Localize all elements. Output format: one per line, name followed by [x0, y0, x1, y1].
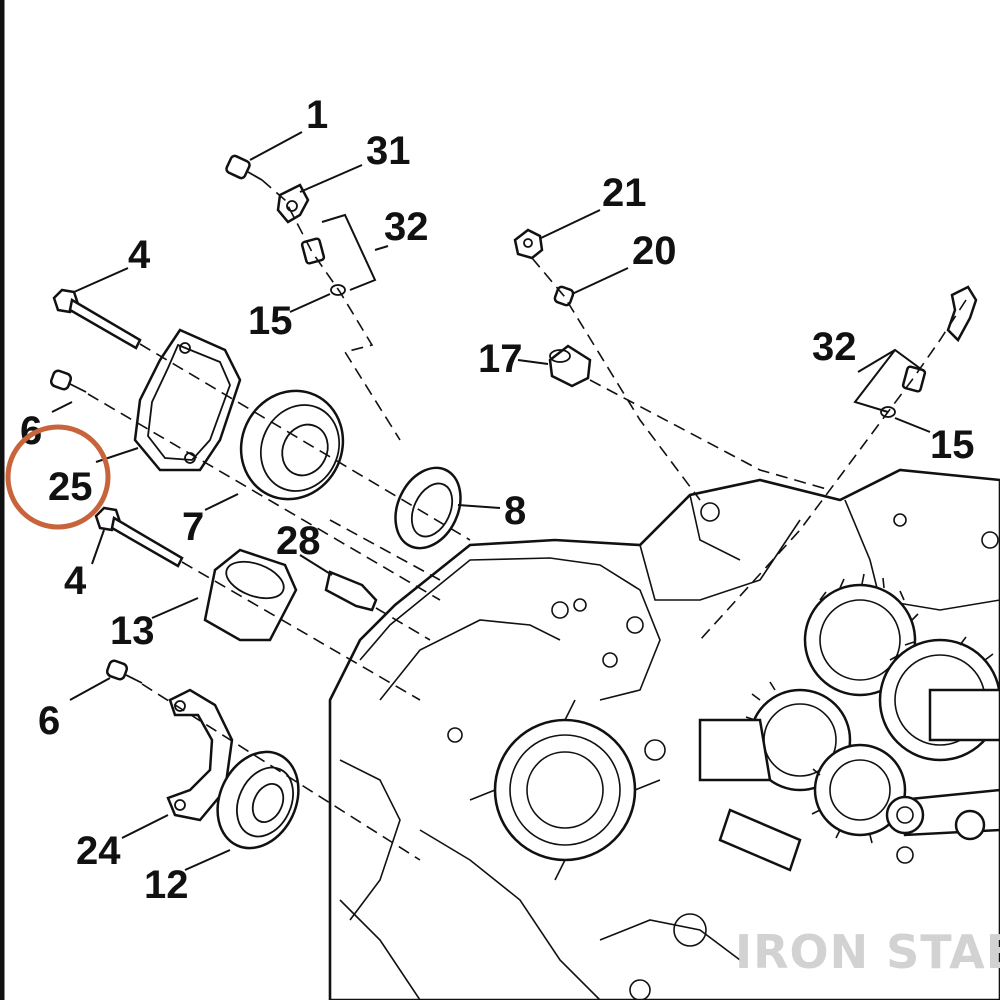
part-8-seal [394, 466, 462, 550]
part-31-clip-right [946, 285, 978, 343]
part-4-long-bolt-upper [52, 288, 142, 350]
part-32-dowel-upper [300, 237, 326, 265]
callout-25: 25 [48, 465, 93, 509]
part-31-clip [276, 183, 310, 224]
part-7-bearing [239, 389, 345, 501]
callout-12: 12 [144, 863, 189, 907]
callout-17: 17 [478, 337, 523, 381]
part-21-plug [513, 228, 544, 260]
part-6-short-bolt-upper [49, 369, 87, 393]
gear-stack [698, 573, 1000, 872]
callout-21: 21 [602, 171, 647, 215]
leader-lines [51, 131, 931, 871]
crankcase-housing [328, 468, 1000, 1000]
callout-25-highlight-circle [5, 424, 111, 530]
part-6-short-bolt-lower [105, 659, 143, 684]
part-24-retainer [166, 688, 234, 822]
part-15-oring-right [880, 406, 896, 418]
part-12-bearing [216, 750, 300, 850]
watermark-text: IRON STABLE [735, 925, 1000, 979]
part-17-sleeve [548, 344, 592, 388]
part-1-bolt [225, 154, 263, 181]
part-15-oring-upper [330, 284, 346, 296]
callout-31: 31 [366, 129, 411, 173]
callout-24: 24 [76, 829, 121, 873]
callout-20: 20 [632, 229, 677, 273]
callout-15-upper: 15 [248, 299, 293, 343]
callout-32-right: 32 [812, 325, 857, 369]
callout-8: 8 [504, 489, 526, 533]
callout-13: 13 [110, 609, 155, 653]
callout-28: 28 [276, 519, 321, 563]
callout-15-right: 15 [930, 423, 975, 467]
callout-1: 1 [306, 93, 328, 137]
callout-7: 7 [182, 505, 204, 549]
callout-32-upper: 32 [384, 205, 429, 249]
part-4-long-bolt-lower [94, 506, 184, 568]
part-25-gasket [133, 328, 242, 472]
callout-4-lower: 4 [64, 559, 87, 603]
callout-6-lower: 6 [38, 699, 60, 743]
callout-labels: 1 31 32 4 15 21 20 17 32 15 6 25 7 8 28 … [20, 93, 975, 907]
assembly-lines [87, 179, 967, 861]
part-28-pin [324, 570, 378, 612]
part-13-sleeve [203, 548, 298, 642]
callout-4-upper: 4 [128, 233, 151, 277]
